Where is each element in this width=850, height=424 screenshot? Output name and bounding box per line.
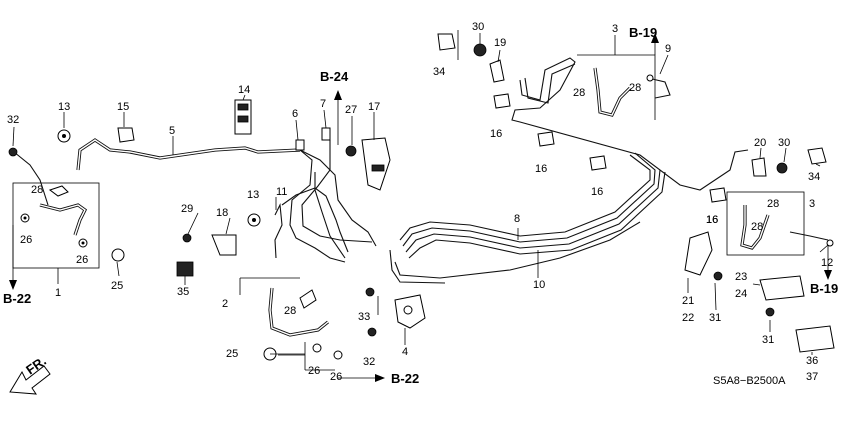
- callout-31: 31: [709, 312, 721, 324]
- callout-28: 28: [767, 198, 779, 210]
- callout-4: 4: [402, 346, 408, 358]
- callout-28: 28: [31, 184, 43, 196]
- callout-26: 26: [76, 254, 88, 266]
- callout-27: 27: [345, 104, 357, 116]
- ref-b24: B-24: [320, 69, 349, 84]
- callout-26: 26: [20, 234, 32, 246]
- callout-32: 32: [363, 356, 375, 368]
- callout-34: 34: [808, 171, 820, 183]
- callout-16: 16: [535, 163, 547, 175]
- callout-6: 6: [292, 108, 298, 120]
- callout-numbers: 32 13 15 5 14 6 7 27 17 34 30 19 3 9 28 …: [7, 21, 833, 383]
- callout-29: 29: [181, 203, 193, 215]
- leader-lines: [12, 30, 829, 371]
- hose-assembly-3-top: [577, 54, 671, 120]
- callout-37: 37: [806, 371, 818, 383]
- callout-13: 13: [58, 101, 70, 113]
- small-parts: [8, 33, 835, 361]
- callout-16: 16: [706, 214, 718, 226]
- callout-22: 22: [682, 312, 694, 324]
- callout-16: 16: [591, 186, 603, 198]
- hose-assembly-2: [239, 277, 343, 360]
- brake-pipe-5: [76, 138, 301, 171]
- callout-19: 19: [494, 37, 506, 49]
- callout-13: 13: [247, 189, 259, 201]
- brake-pipe-8-10: [389, 152, 666, 284]
- callout-17: 17: [368, 101, 380, 113]
- callout-18: 18: [216, 207, 228, 219]
- callout-35: 35: [177, 286, 189, 298]
- callout-1: 1: [55, 287, 61, 299]
- callout-2: 2: [222, 298, 228, 310]
- callout-30: 30: [778, 137, 790, 149]
- ref-b19-right: B-19: [810, 281, 838, 296]
- callout-8: 8: [514, 213, 520, 225]
- callout-25: 25: [226, 348, 238, 360]
- reference-arrows: [9, 33, 832, 382]
- callout-20: 20: [754, 137, 766, 149]
- callout-9: 9: [665, 43, 671, 55]
- callout-28: 28: [284, 305, 296, 317]
- callout-28: 28: [573, 87, 585, 99]
- brake-pipe-upper-right: [511, 57, 749, 191]
- callout-30: 30: [472, 21, 484, 33]
- callout-7: 7: [320, 98, 326, 110]
- callout-33: 33: [358, 311, 370, 323]
- ref-b19-top: B-19: [629, 25, 657, 40]
- callout-15: 15: [117, 101, 129, 113]
- callout-26: 26: [308, 365, 320, 377]
- callout-23: 23: [735, 271, 747, 283]
- callout-3: 3: [612, 23, 618, 35]
- callout-26: 26: [330, 371, 342, 383]
- hose-assembly-3: [726, 191, 829, 256]
- callout-21: 21: [682, 295, 694, 307]
- callout-31: 31: [762, 334, 774, 346]
- callout-34: 34: [433, 66, 445, 78]
- callout-11: 11: [276, 186, 287, 198]
- callout-5: 5: [169, 125, 175, 137]
- callout-28: 28: [629, 82, 641, 94]
- callout-25: 25: [111, 280, 123, 292]
- callout-28: 28: [751, 221, 763, 233]
- brake-pipe-bundle-center: [274, 140, 377, 263]
- callout-12: 12: [821, 257, 833, 269]
- callout-10: 10: [533, 279, 545, 291]
- front-direction-arrow: FR.: [9, 353, 51, 395]
- hose-assembly-1: [12, 151, 100, 269]
- diagram-code: S5A8−B2500A: [713, 375, 786, 387]
- callout-14: 14: [238, 84, 250, 96]
- callout-32: 32: [7, 114, 19, 126]
- callout-24: 24: [735, 288, 747, 300]
- callout-3: 3: [809, 198, 815, 210]
- ref-b22-left: B-22: [3, 291, 31, 306]
- callout-36: 36: [806, 355, 818, 367]
- callout-16: 16: [706, 214, 718, 226]
- ref-b22-bottom: B-22: [391, 371, 419, 386]
- callout-16: 16: [490, 128, 502, 140]
